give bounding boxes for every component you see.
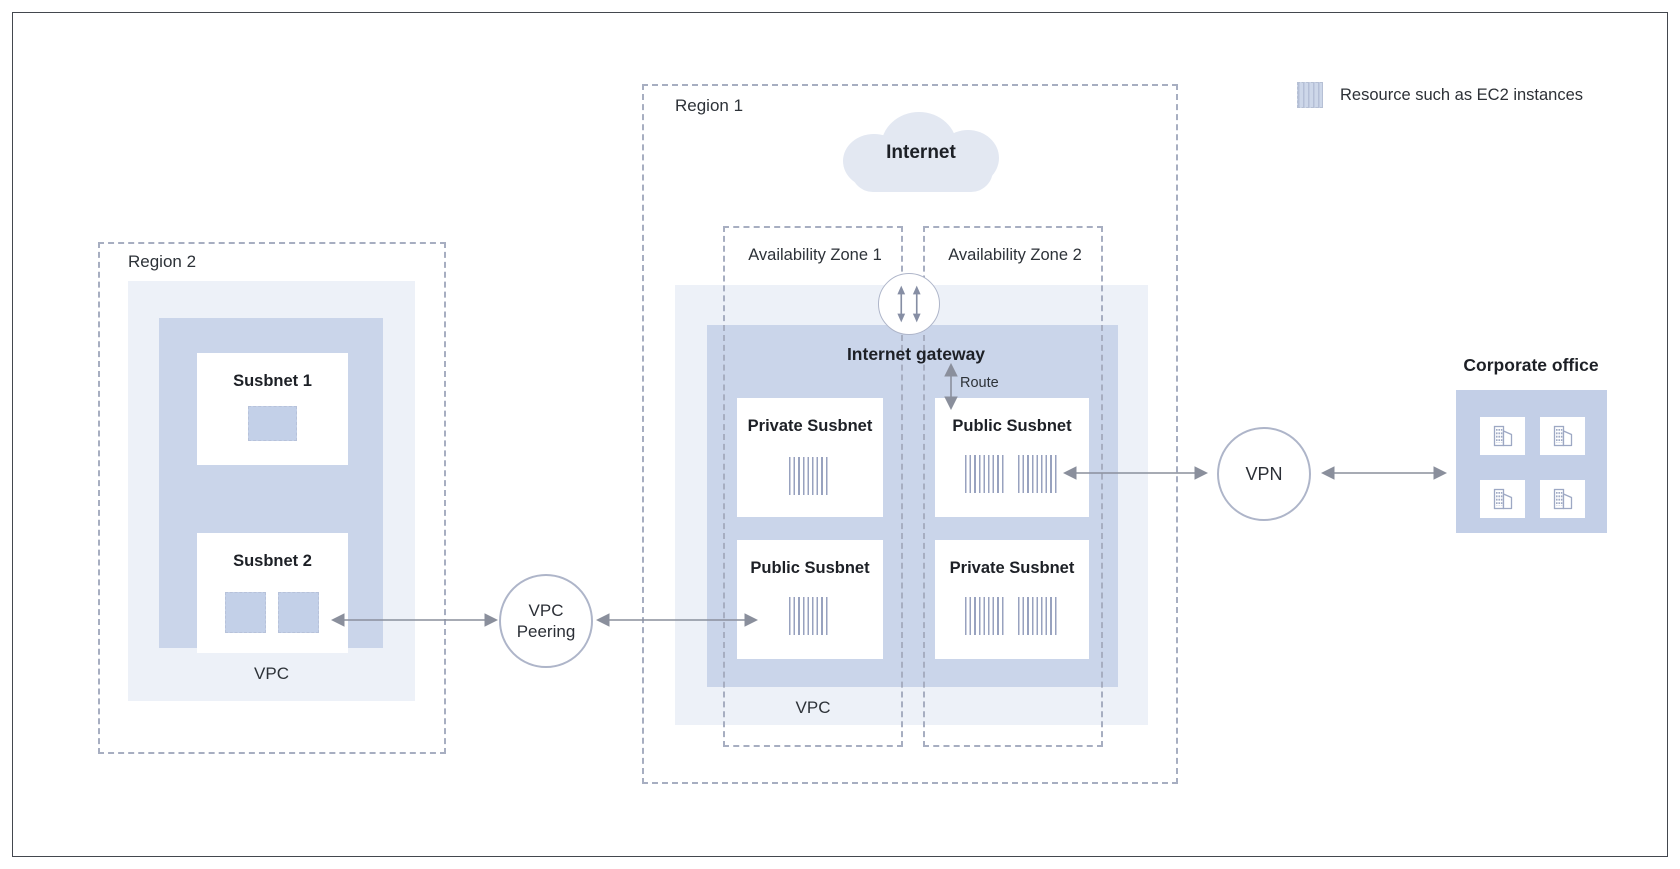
region2-subnet1-title: Susbnet 1 xyxy=(233,372,312,390)
resource-swatch-icon xyxy=(1297,82,1323,108)
internet-gateway-label: Internet gateway xyxy=(846,344,986,364)
internet-label: Internet xyxy=(886,142,956,163)
internet-cloud-icon: Internet xyxy=(843,110,999,198)
office-tile xyxy=(1540,417,1585,455)
ec2-resource-icon xyxy=(1018,597,1059,635)
office-tile xyxy=(1540,480,1585,518)
building-icon xyxy=(1553,425,1572,447)
building-icon xyxy=(1493,425,1512,447)
route-label: Route xyxy=(960,375,999,391)
ec2-resource-icon xyxy=(1018,455,1059,493)
region2-subnet2: Susbnet 2 xyxy=(197,533,348,653)
building-icon xyxy=(1493,488,1512,510)
building-icon xyxy=(1553,488,1572,510)
gateway-arrows-icon xyxy=(897,285,921,323)
vpn-label: VPN xyxy=(1245,463,1283,484)
region2-boundary xyxy=(98,242,446,754)
ec2-resource-icon xyxy=(965,597,1006,635)
vpn-node: VPN xyxy=(1217,427,1311,521)
vpc-peering-label: VPC Peering xyxy=(516,600,576,641)
region1-boundary xyxy=(642,84,1178,784)
vpc-peering-node: VPC Peering xyxy=(499,574,593,668)
az2-public-subnet-title: Public Susbnet xyxy=(952,417,1072,435)
outer-frame xyxy=(12,12,1668,857)
legend: Resource such as EC2 instances xyxy=(1297,82,1583,108)
ec2-resource-icon xyxy=(789,597,830,635)
internet-gateway-icon xyxy=(878,273,940,335)
ec2-resource-icon xyxy=(789,457,830,495)
office-tile xyxy=(1480,480,1525,518)
az1-private-subnet-title: Private Susbnet xyxy=(747,417,873,435)
region2-subnet2-title: Susbnet 2 xyxy=(233,552,312,570)
ec2-resource-icon xyxy=(965,455,1006,493)
resource-icon xyxy=(248,406,297,441)
region1-vpc-label: VPC xyxy=(795,698,831,717)
corporate-office-box xyxy=(1456,390,1607,533)
legend-label: Resource such as EC2 instances xyxy=(1340,85,1584,104)
az2-private-subnet: Private Susbnet xyxy=(935,540,1089,659)
az1-boundary: Availability Zone 1 xyxy=(723,226,903,747)
region2-label: Region 2 xyxy=(128,252,197,271)
az1-public-subnet: Public Susbnet xyxy=(737,540,883,659)
az2-private-subnet-title: Private Susbnet xyxy=(949,559,1075,577)
region2-vpc-label: VPC xyxy=(254,664,289,683)
az1-private-subnet: Private Susbnet xyxy=(737,398,883,517)
az2-boundary: Availability Zone 2 xyxy=(923,226,1103,747)
az1-public-subnet-title: Public Susbnet xyxy=(750,559,870,577)
resource-icon xyxy=(225,592,266,633)
az1-label: Availability Zone 1 xyxy=(748,246,882,264)
region2-subnet1: Susbnet 1 xyxy=(197,353,348,465)
resource-icon xyxy=(278,592,319,633)
office-tile xyxy=(1480,417,1525,455)
region1-label: Region 1 xyxy=(675,96,744,115)
corporate-office-label: Corporate office xyxy=(1463,355,1599,375)
az2-public-subnet: Public Susbnet xyxy=(935,398,1089,517)
az2-label: Availability Zone 2 xyxy=(948,246,1082,264)
